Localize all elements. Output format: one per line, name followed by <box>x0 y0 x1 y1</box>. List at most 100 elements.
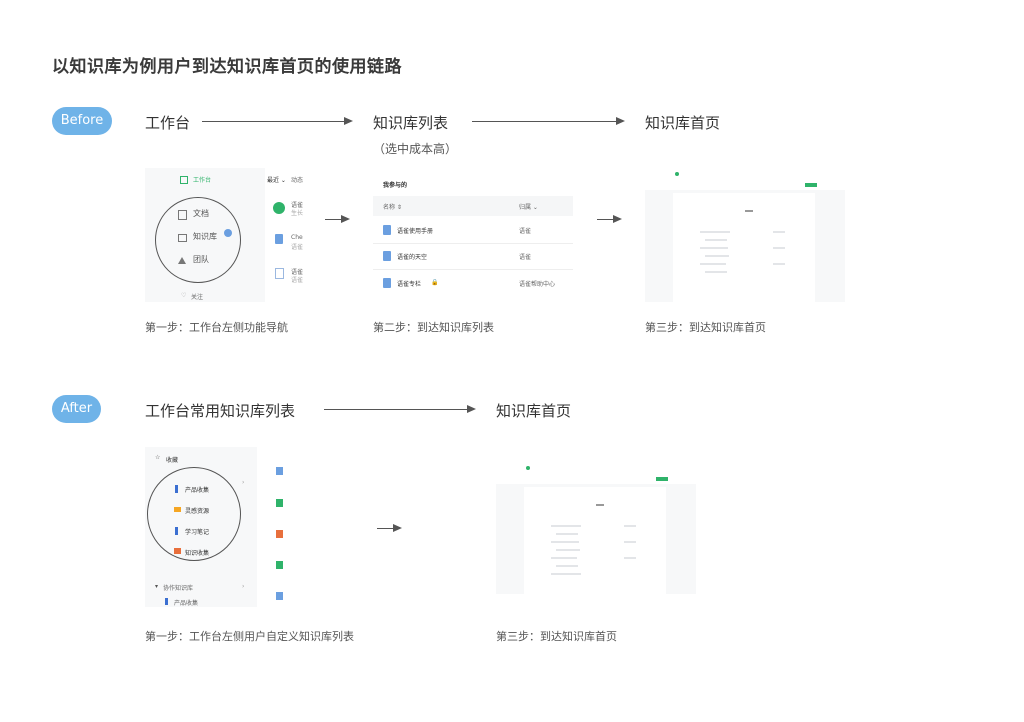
toc-line <box>773 263 785 265</box>
thumb-item-0: 语雀 <box>291 202 304 209</box>
toc-line <box>556 565 578 567</box>
before-arrow-2-line <box>472 121 616 122</box>
thumb-item-1-sub: 语雀 <box>291 244 304 251</box>
after-caption-1: 第一步：工作台左侧用户自定义知识库列表 <box>145 630 354 643</box>
toc-line <box>700 231 730 233</box>
toc-line <box>624 557 636 559</box>
after-home-thumbnail <box>496 462 696 594</box>
before-caption-2: 第二步：到达知识库列表 <box>373 321 494 334</box>
after-thumb-arrow-head <box>393 524 402 532</box>
thumb-right-panel: 最近 ⌄ 动态 语雀 生长 Che 语雀 语雀 语雀 <box>265 168 305 302</box>
toc-line <box>551 525 581 527</box>
new-button <box>656 477 668 481</box>
highlight-circle <box>147 467 241 561</box>
after-arrow-head <box>467 405 476 413</box>
team-icon <box>178 257 186 264</box>
before-step-list: 知识库列表 <box>373 114 449 132</box>
after-step-home: 知识库首页 <box>496 402 572 420</box>
thumb-arrow-2-head <box>613 215 622 223</box>
sheet-icon <box>276 499 283 507</box>
toc-line <box>624 541 636 543</box>
book-icon <box>165 598 168 605</box>
after-thumb-arrow-line <box>377 528 393 529</box>
list-row-owner: 语雀 <box>519 254 532 261</box>
folder-icon <box>174 507 181 512</box>
slide-icon <box>276 530 283 538</box>
toc-line <box>705 239 727 241</box>
highlight-circle <box>155 197 241 283</box>
before-arrow-1-line <box>202 121 344 122</box>
image-icon <box>174 548 181 554</box>
workbench-icon <box>180 176 188 184</box>
thumb-arrow-1-line <box>325 219 341 220</box>
before-arrow-1-head <box>344 117 353 125</box>
doc-icon <box>178 210 187 220</box>
heart-icon: ♡ <box>181 292 187 299</box>
fav-item: 灵感资源 <box>185 508 210 515</box>
thumb-tab-activity: 动态 <box>291 177 304 184</box>
thumb-item-0-sub: 生长 <box>291 210 304 217</box>
collab-item: 产品收集 <box>174 600 199 607</box>
home-topbar <box>496 462 696 484</box>
doc-icon <box>276 592 283 600</box>
before-step-workbench: 工作台 <box>145 114 191 132</box>
toc-line <box>624 525 636 527</box>
home-title-bar <box>596 504 604 506</box>
list-row-name: 语雀的天空 <box>397 254 428 261</box>
before-home-thumbnail <box>645 168 845 302</box>
before-arrow-2-head <box>616 117 625 125</box>
book-icon <box>383 225 391 235</box>
thumb-tab-recent: 最近 ⌄ <box>267 177 286 184</box>
before-list-thumbnail: 我参与的 名称 ⇕ 归属 ⌄ 语雀使用手册 语雀 语雀的天空 语雀 语雀专栏 🔒… <box>373 168 573 302</box>
chevron-right-icon: › <box>242 479 245 486</box>
thumb-header: 工作台 <box>193 177 212 184</box>
before-step-home: 知识库首页 <box>645 114 721 132</box>
thumb-arrow-2-line <box>597 219 613 220</box>
favorites-header: 收藏 <box>166 457 179 464</box>
sheet-icon <box>276 561 283 569</box>
toc-line <box>556 549 580 551</box>
chevron-right-icon: › <box>242 583 245 590</box>
before-workbench-thumbnail: 工作台 最近 ⌄ 动态 语雀 生长 Che 语雀 语雀 语雀 文档 知识库 团队… <box>145 168 305 302</box>
home-content <box>673 193 815 302</box>
list-row-name: 语雀使用手册 <box>397 228 434 235</box>
row-divider <box>373 269 573 270</box>
fav-item: 学习笔记 <box>185 529 210 536</box>
list-title: 我参与的 <box>383 182 408 189</box>
row-divider <box>373 243 573 244</box>
fav-item: 知识收集 <box>185 550 210 557</box>
list-header-row <box>373 196 573 216</box>
thumb-item-1: Che <box>291 234 303 241</box>
fav-item: 产品收集 <box>185 487 210 494</box>
list-row-owner: 语雀帮助中心 <box>519 281 556 288</box>
toc-line <box>773 247 785 249</box>
list-row-owner: 语雀 <box>519 228 532 235</box>
list-row-name: 语雀专栏 <box>397 281 422 288</box>
toc-line <box>705 255 729 257</box>
after-workbench-thumbnail: ☆ 收藏 › 产品收集 灵感资源 学习笔记 知识收集 ▾ 协作知识库 › 产品收… <box>145 447 257 607</box>
book-icon <box>175 485 178 493</box>
before-badge: Before <box>52 107 112 135</box>
toc-line <box>556 533 578 535</box>
before-caption-3: 第三步：到达知识库首页 <box>645 321 766 334</box>
toc-line <box>551 573 581 575</box>
toc-line <box>773 231 785 233</box>
toc-line <box>551 541 579 543</box>
active-dot-icon <box>224 229 232 237</box>
home-topbar <box>645 168 845 190</box>
col-name: 名称 ⇕ <box>383 204 402 211</box>
logo-icon <box>675 172 679 176</box>
book-icon <box>275 234 283 244</box>
col-owner: 归属 ⌄ <box>519 204 538 211</box>
collab-section: 协作知识库 <box>163 585 194 592</box>
nav-knowledge: 知识库 <box>193 232 217 241</box>
toc-line <box>705 271 727 273</box>
logo-icon <box>526 466 530 470</box>
home-content <box>524 487 666 594</box>
toc-line <box>700 247 728 249</box>
home-icon <box>178 234 187 242</box>
book-icon <box>175 527 178 535</box>
home-title-bar <box>745 210 753 212</box>
nav-follow: 关注 <box>191 294 204 301</box>
nav-docs: 文档 <box>193 209 209 218</box>
